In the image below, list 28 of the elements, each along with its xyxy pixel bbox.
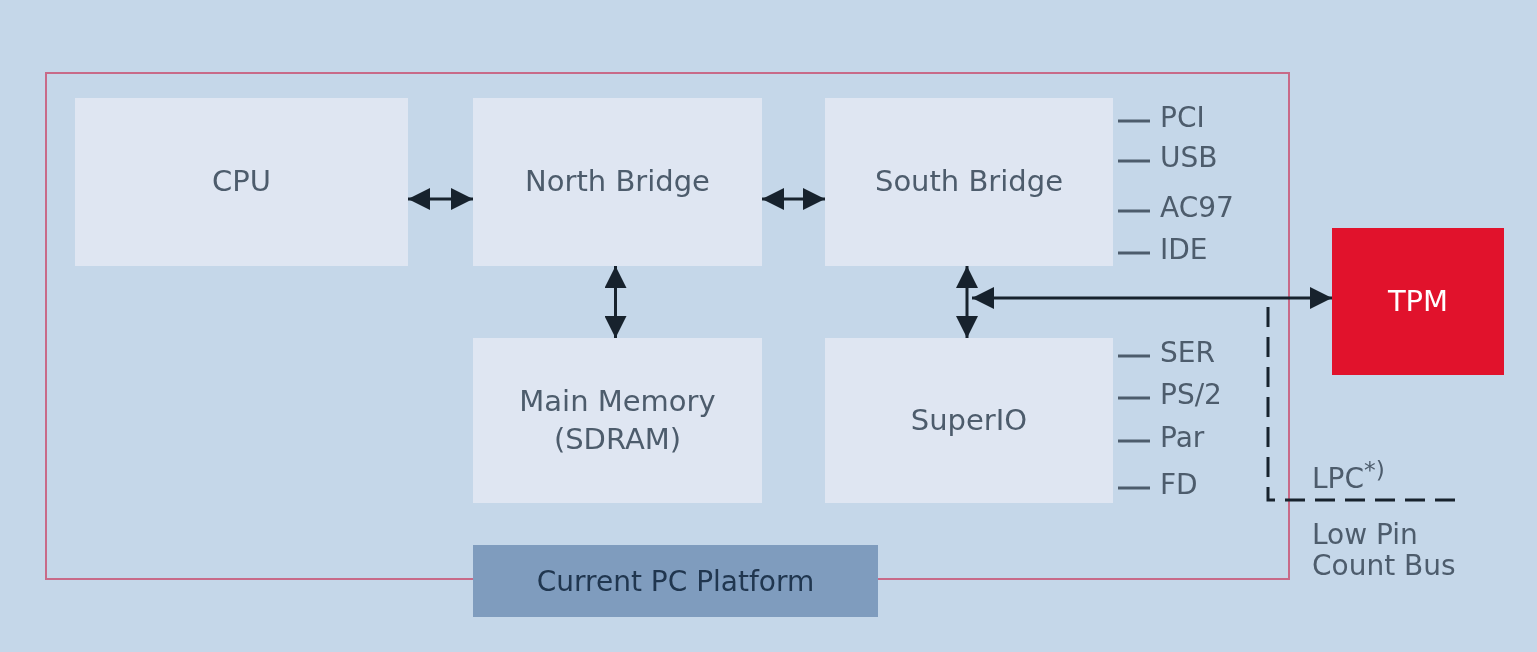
signal-label: SER xyxy=(1160,338,1215,369)
box-label: SuperIO xyxy=(909,401,1029,439)
bus-label: Low Pin Count Bus xyxy=(1312,520,1457,582)
arrow xyxy=(408,188,473,210)
box-label: North Bridge xyxy=(524,163,711,201)
arrow xyxy=(972,287,1332,309)
box-label: Main Memory (SDRAM) xyxy=(518,382,717,458)
arrow xyxy=(604,266,627,338)
component-box xyxy=(75,98,408,266)
component-box xyxy=(825,98,1113,266)
component-box xyxy=(473,98,762,266)
box-label: CPU xyxy=(211,163,272,201)
bus-label: LPC$^{*)}$ xyxy=(1312,458,1385,496)
signal-label: PCI xyxy=(1160,103,1205,134)
tpm-box xyxy=(1332,228,1504,375)
box-label: TPM xyxy=(1386,282,1450,320)
arrow xyxy=(956,266,978,338)
component-box xyxy=(825,338,1113,503)
signal-label: IDE xyxy=(1160,235,1208,266)
box-label: South Bridge xyxy=(873,163,1064,201)
signal-label: AC97 xyxy=(1160,193,1234,224)
signal-label: USB xyxy=(1160,143,1218,174)
component-box xyxy=(473,338,762,503)
platform-label: Current PC Platform xyxy=(473,545,878,617)
signal-label: PS/2 xyxy=(1160,380,1222,411)
signal-label: FD xyxy=(1160,470,1198,501)
arrow xyxy=(762,188,825,210)
signal-label: Par xyxy=(1160,423,1205,454)
